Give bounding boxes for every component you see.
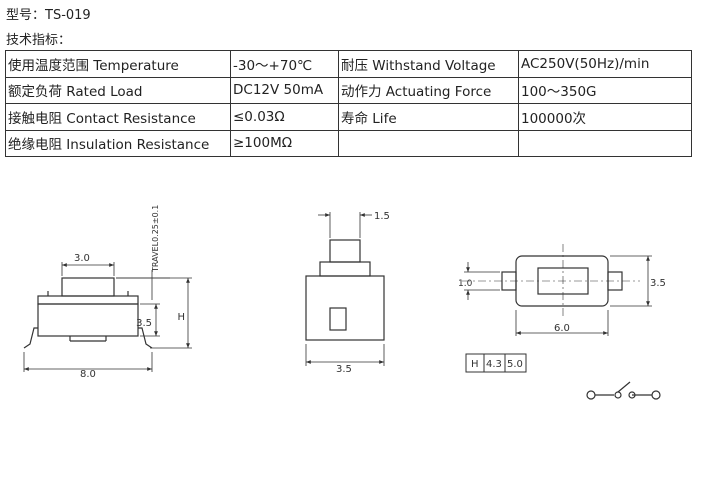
table-row: 额定负荷 Rated Load DC12V 50mA 动作力 Actuating… xyxy=(5,76,692,104)
dim-8-0: 8.0 xyxy=(80,369,96,380)
dim-3-5-top: 3.5 xyxy=(650,278,666,289)
dim-3-5-side: 3.5 xyxy=(136,318,152,329)
spec-label: 寿命 Life xyxy=(338,103,519,131)
dim-3-5-front: 3.5 xyxy=(336,364,352,375)
dim-3-0: 3.0 xyxy=(74,253,90,264)
spec-value: 100000次 xyxy=(518,103,692,131)
spec-label: 耐压 Withstand Voltage xyxy=(338,50,519,78)
dim-travel: TRAVEL0.25±0.1 xyxy=(151,205,160,273)
table-row: 使用温度范围 Temperature -30～+70℃ 耐压 Withstand… xyxy=(5,50,692,78)
spec-value: ≥100MΩ xyxy=(230,129,339,157)
dim-1-5: 1.5 xyxy=(374,211,390,222)
h-table-value: 4.3 xyxy=(486,359,502,370)
side-view xyxy=(23,262,192,372)
h-table-label: H xyxy=(471,359,479,370)
spec-label: 额定负荷 Rated Load xyxy=(5,76,231,104)
spec-value: DC12V 50mA xyxy=(230,76,339,104)
spec-value xyxy=(518,129,692,157)
table-row: 绝缘电阻 Insulation Resistance ≥100MΩ xyxy=(5,129,692,157)
spec-heading: 技术指标： xyxy=(6,33,72,48)
h-table xyxy=(465,353,527,373)
spec-label: 绝缘电阻 Insulation Resistance xyxy=(5,129,231,157)
model-number: 型号：TS-019 xyxy=(6,8,91,23)
spec-label: 接触电阻 Contact Resistance xyxy=(5,103,231,131)
table-row: 接触电阻 Contact Resistance ≤0.03Ω 寿命 Life 1… xyxy=(5,103,692,131)
spec-label: 动作力 Actuating Force xyxy=(338,76,519,104)
dim-6-0: 6.0 xyxy=(554,323,570,334)
spec-value: ≤0.03Ω xyxy=(230,103,339,131)
spec-label: 使用温度范围 Temperature xyxy=(5,50,231,78)
switch-symbol xyxy=(586,381,661,400)
top-view xyxy=(462,244,652,336)
spec-value: 100～350G xyxy=(518,76,692,104)
spec-label xyxy=(338,129,519,157)
spec-value: AC250V(50Hz)/min xyxy=(518,50,692,78)
spec-table: 使用温度范围 Temperature -30～+70℃ 耐压 Withstand… xyxy=(5,50,692,157)
front-view xyxy=(305,212,385,366)
dim-h-side: H xyxy=(177,312,185,323)
dim-1-0: 1.0 xyxy=(458,279,473,289)
h-table-value: 5.0 xyxy=(507,359,523,370)
